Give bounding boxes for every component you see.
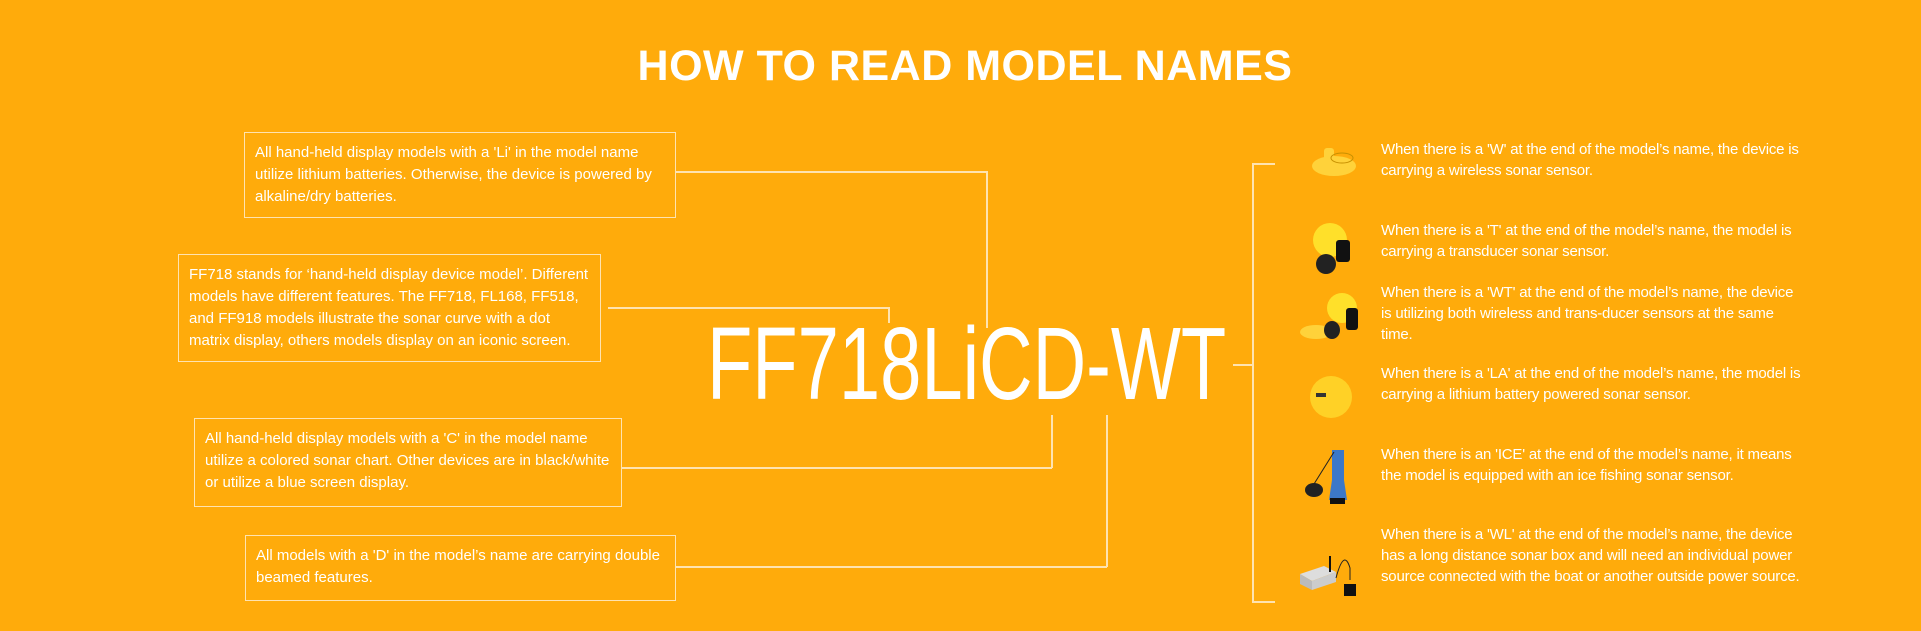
suffix-w: When there is a 'W' at the end of the mo… (1381, 141, 1799, 179)
suffix-t: When there is a 'T' at the end of the mo… (1381, 222, 1792, 260)
lithium-sensor-icon (1310, 376, 1352, 418)
connector-suffix (1233, 364, 1253, 366)
page-title: HOW TO READ MODEL NAMES (637, 42, 1293, 90)
bracket-top (1252, 163, 1275, 165)
wireless-transducer-icon (1300, 293, 1358, 339)
connector-d (676, 566, 1107, 568)
bracket-bottom (1252, 601, 1275, 603)
ice-sensor-icon (1305, 450, 1347, 504)
transducer-icon (1313, 223, 1350, 274)
connector-li-v (986, 171, 988, 328)
wireless-sensor-icon (1312, 148, 1356, 176)
suffix-ice: When there is an 'ICE' at the end of the… (1381, 446, 1792, 484)
connector-li (676, 171, 987, 173)
note-ff718: FF718 stands for ‘hand-held display devi… (178, 254, 601, 362)
note-d: All models with a 'D' in the model’s nam… (245, 535, 676, 601)
suffix-wl: When there is a 'WL' at the end of the m… (1381, 526, 1800, 585)
connector-d-v (1106, 415, 1108, 567)
suffix-la: When there is a 'LA' at the end of the m… (1381, 365, 1801, 403)
connector-ff718-v (888, 307, 890, 323)
suffix-wt: When there is a 'WT' at the end of the m… (1381, 284, 1794, 343)
note-li: All hand-held display models with a 'Li'… (244, 132, 676, 218)
note-c: All hand-held display models with a 'C' … (194, 418, 622, 507)
bracket (1252, 163, 1254, 603)
connector-ff718 (608, 307, 889, 309)
connector-c (622, 467, 1052, 469)
model-name: FF718LiCD-WT (707, 306, 1227, 421)
sonar-box-icon (1300, 556, 1356, 596)
connector-c-v (1051, 415, 1053, 468)
